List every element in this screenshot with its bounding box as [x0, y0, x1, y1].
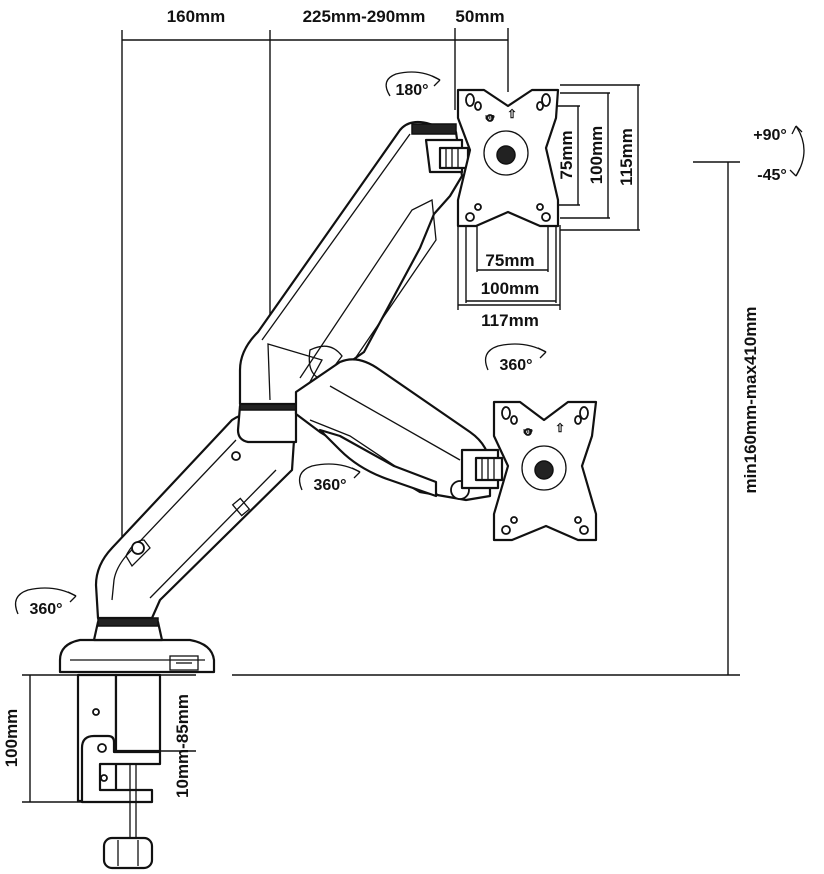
base-swivel-label: 360°	[29, 601, 62, 618]
lower-arm	[94, 403, 298, 620]
lower-plate-up-text: UP	[523, 429, 533, 436]
arm-base	[58, 617, 216, 674]
upper-arm	[238, 120, 470, 406]
height-range-dimension	[232, 161, 740, 676]
upper-plate-up-text: UP	[485, 115, 495, 122]
upper-plate-up-arrow: ⇧	[507, 107, 517, 121]
arm-extension-label: 225mm-290mm	[303, 7, 426, 26]
arm-base-reach-label: 160mm	[167, 7, 226, 26]
clamp-height-label: 100mm	[2, 709, 21, 768]
plate-height-label: 115mm	[617, 128, 636, 186]
upper-plate-vertical-dimensions	[548, 84, 640, 231]
plate-width-label: 117mm	[481, 311, 539, 330]
vesa-75-horizontal-label: 75mm	[485, 251, 534, 270]
offset-label: 50mm	[455, 7, 504, 26]
desk-clamp	[76, 673, 162, 870]
vesa-100-horizontal-label: 100mm	[481, 279, 540, 298]
top-dimension-lines	[121, 28, 509, 540]
tilt-down-label: -45°	[757, 167, 787, 184]
lower-plate-up-arrow: ⇧	[555, 421, 565, 435]
height-range-label: min160mm-max410mm	[741, 306, 760, 493]
desk-thickness-label: 10mm-85mm	[173, 694, 192, 798]
tilt-up-label: +90°	[753, 127, 787, 144]
forearm	[294, 358, 504, 502]
forearm-swivel-label: 360°	[499, 357, 532, 374]
plate-rotation-label: 180°	[395, 82, 428, 99]
rotation-arrows	[14, 71, 805, 615]
vesa-75-vertical-label: 75mm	[557, 130, 576, 179]
elbow-swivel-label: 360°	[313, 477, 346, 494]
vesa-100-vertical-label: 100mm	[587, 126, 606, 185]
upper-vesa-plate	[456, 88, 560, 228]
lower-vesa-plate	[492, 400, 598, 542]
